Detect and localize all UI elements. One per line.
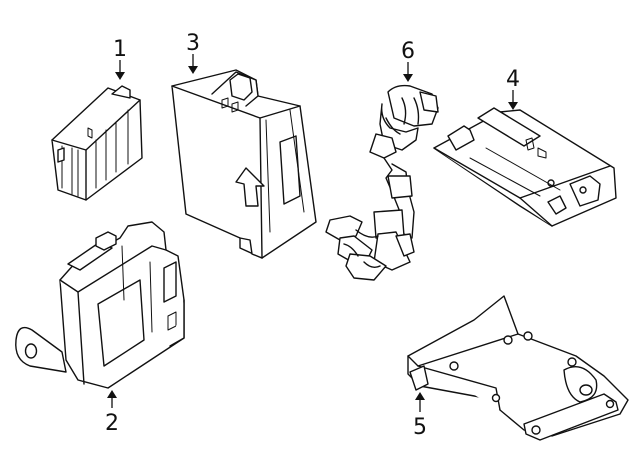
callout-6: 6 bbox=[401, 39, 415, 82]
callout-1-label: 1 bbox=[113, 37, 127, 62]
callout-4-label: 4 bbox=[506, 67, 520, 92]
callout-2-label: 2 bbox=[105, 411, 119, 436]
callout-3: 3 bbox=[186, 31, 200, 74]
callout-5-arrow bbox=[415, 392, 425, 400]
callout-5: 5 bbox=[413, 392, 427, 440]
callout-3-label: 3 bbox=[186, 31, 200, 56]
part-3-control-module bbox=[171, 69, 317, 259]
callout-1: 1 bbox=[113, 37, 127, 80]
part-2-bracket-module bbox=[15, 221, 185, 389]
callout-3-arrow bbox=[188, 66, 198, 74]
part-4-tray-module bbox=[433, 107, 617, 227]
part-1-connector-module bbox=[51, 85, 143, 201]
callout-2-arrow bbox=[107, 390, 117, 398]
callout-1-arrow bbox=[115, 72, 125, 80]
part-6-wiring-harness bbox=[325, 84, 439, 281]
callout-2: 2 bbox=[105, 390, 119, 436]
part-5-base-plate bbox=[407, 295, 629, 441]
callout-6-label: 6 bbox=[401, 39, 415, 64]
callout-4-arrow bbox=[508, 102, 518, 110]
callout-6-arrow bbox=[403, 74, 413, 82]
callout-4: 4 bbox=[506, 67, 520, 110]
callout-5-label: 5 bbox=[413, 415, 427, 440]
